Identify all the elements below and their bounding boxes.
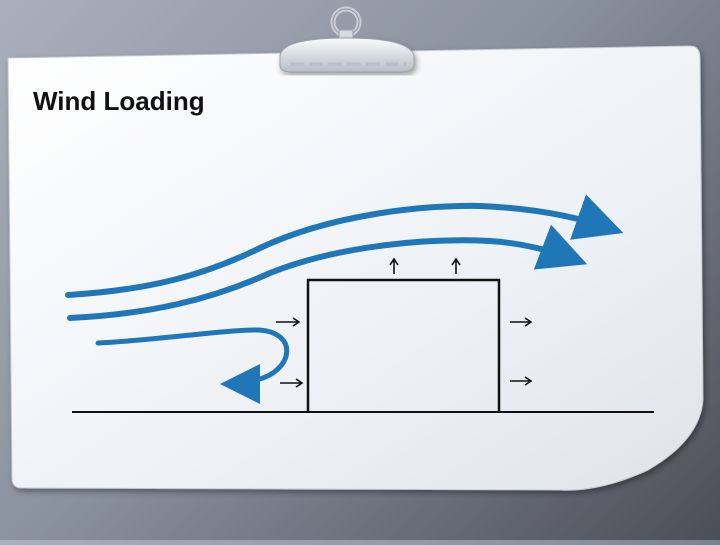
wind-stream-upper	[65, 194, 624, 298]
roof-uplift-arrow	[389, 257, 399, 274]
leeward-suction-arrow	[510, 376, 533, 386]
paper-clip-icon	[279, 6, 415, 73]
windward-push-arrow	[276, 317, 301, 327]
leeward-suction-arrow	[510, 317, 533, 327]
roof-uplift-arrow	[451, 257, 461, 274]
wind-stream-lower	[95, 327, 290, 404]
building-outline	[306, 278, 501, 412]
windward-push-arrow	[280, 378, 304, 388]
slide-title: Wind Loading	[33, 86, 205, 116]
wind-stream-middle	[67, 224, 588, 321]
